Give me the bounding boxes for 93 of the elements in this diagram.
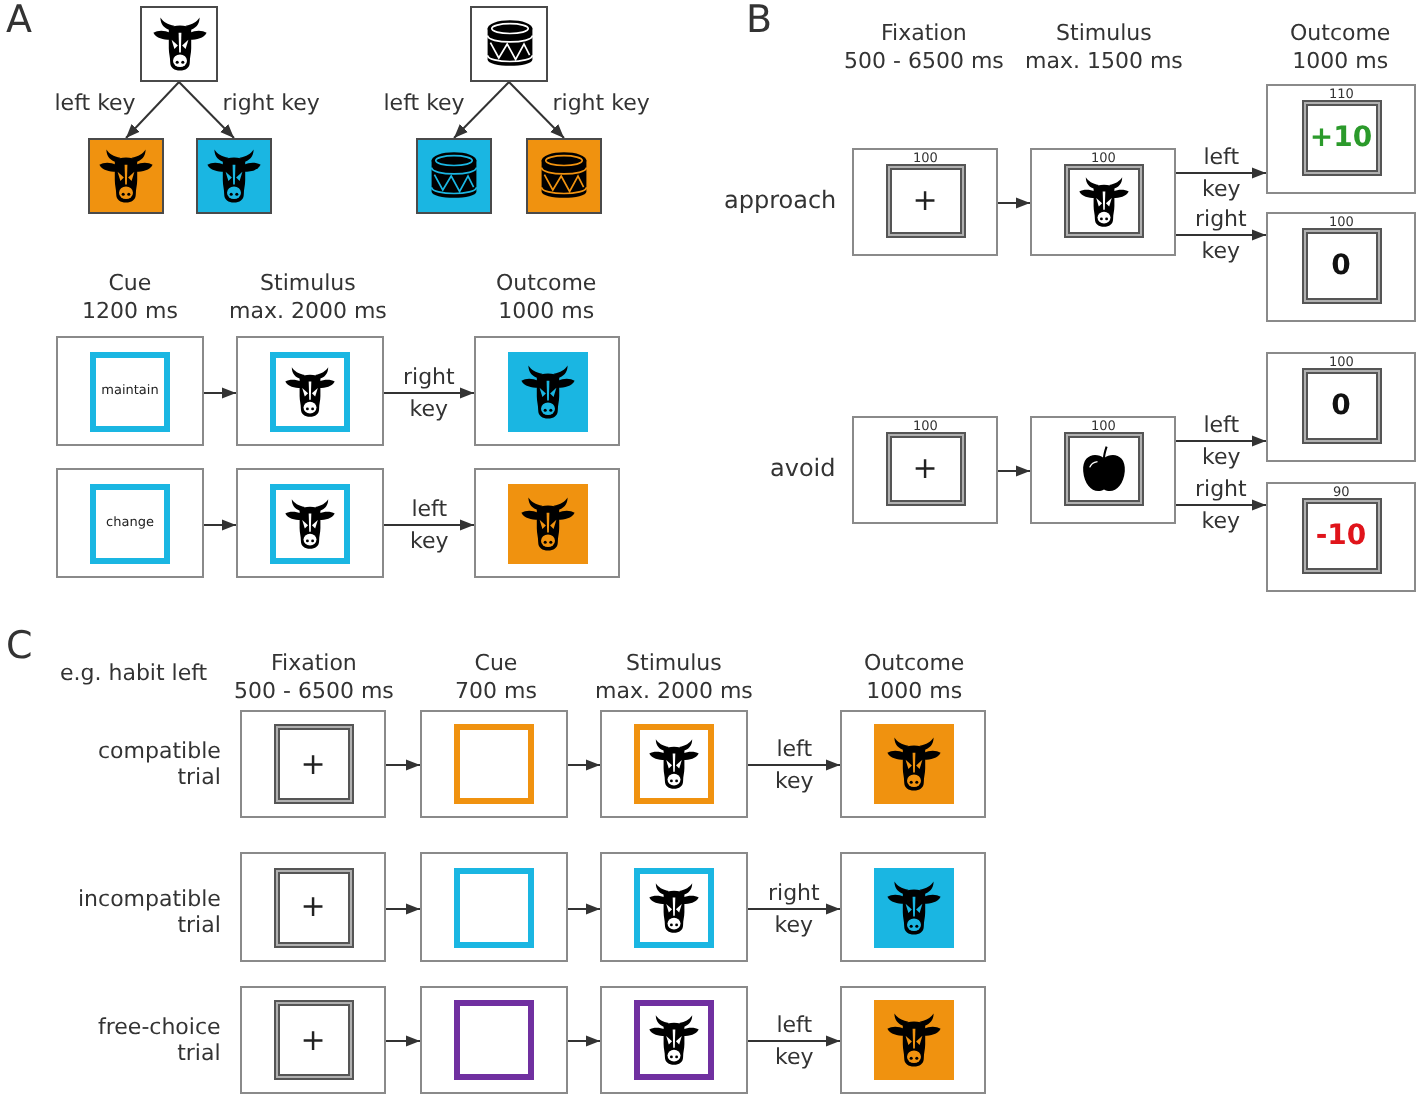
arrow xyxy=(997,197,1031,209)
panel-letter: B xyxy=(746,8,773,35)
column-header: Cue 700 ms xyxy=(455,650,537,704)
screen-box xyxy=(840,986,986,1094)
column-header: Fixation 500 - 6500 ms xyxy=(844,20,1004,74)
arrow xyxy=(385,1035,421,1047)
row-label: incompatible trial xyxy=(78,885,221,939)
column-header: Stimulus max. 2000 ms xyxy=(229,270,387,324)
edge-label: left key xyxy=(410,493,449,557)
points-value: -10 xyxy=(1315,520,1367,552)
panel-note: e.g. habit left xyxy=(60,660,208,687)
arrow xyxy=(385,759,421,771)
fixation-cross: + xyxy=(912,184,938,218)
edge-label: right key xyxy=(403,361,455,425)
screen-box xyxy=(236,336,384,446)
panel-letter: A xyxy=(6,8,32,35)
screen-box xyxy=(1266,212,1416,322)
screen-box xyxy=(852,416,998,524)
edge-label: right key xyxy=(1195,203,1247,267)
arrow xyxy=(383,519,475,531)
row-label: compatible trial xyxy=(98,737,221,791)
stimulus-tile xyxy=(88,138,164,214)
screen-box xyxy=(474,468,620,578)
column-header: Cue 1200 ms xyxy=(82,270,178,324)
stimulus-tile xyxy=(526,138,602,214)
edge-label: right key xyxy=(768,877,820,941)
arrow xyxy=(203,387,237,399)
screen-box xyxy=(1266,84,1416,194)
points-value: 0 xyxy=(1331,250,1351,282)
arrow xyxy=(747,1035,841,1047)
row-label: avoid xyxy=(770,456,836,483)
column-header: Stimulus max. 1500 ms xyxy=(1025,20,1183,74)
fixation-cross: + xyxy=(300,1023,326,1057)
arrow xyxy=(383,387,475,399)
arrow xyxy=(178,81,235,139)
screen-box xyxy=(1266,352,1416,462)
edge-label: right key xyxy=(1195,473,1247,537)
screen-box xyxy=(840,852,986,962)
edge-label: left key xyxy=(383,90,465,117)
arrow xyxy=(567,759,601,771)
arrow xyxy=(747,759,841,771)
screen-box xyxy=(474,336,620,446)
screen-box xyxy=(420,986,568,1094)
arrow xyxy=(453,81,510,139)
screen-box xyxy=(240,852,386,962)
edge-label: right key xyxy=(552,90,650,117)
arrow xyxy=(508,81,565,139)
column-header: Fixation 500 - 6500 ms xyxy=(234,650,394,704)
fixation-cross: + xyxy=(300,890,326,924)
stimulus-tile xyxy=(196,138,272,214)
edge-label: right key xyxy=(222,90,320,117)
arrow xyxy=(1175,499,1267,511)
edge-label: left key xyxy=(54,90,136,117)
panel-letter: C xyxy=(6,634,33,661)
row-label: free-choice trial xyxy=(98,1013,221,1067)
arrow xyxy=(1175,435,1267,447)
arrow xyxy=(1175,167,1267,179)
arrow xyxy=(747,903,841,915)
screen-box xyxy=(56,468,204,578)
arrow xyxy=(125,81,180,139)
points-value: +10 xyxy=(1309,122,1373,154)
edge-label: left key xyxy=(775,1009,814,1073)
arrow xyxy=(1175,229,1267,241)
screen-box xyxy=(420,710,568,818)
column-header: Stimulus max. 2000 ms xyxy=(595,650,753,704)
screen-box xyxy=(600,852,748,962)
points-value: 0 xyxy=(1331,390,1351,422)
screen-box xyxy=(1030,148,1176,256)
column-header: Outcome 1000 ms xyxy=(864,650,965,704)
arrow xyxy=(385,903,421,915)
screen-box xyxy=(852,148,998,256)
edge-label: left key xyxy=(775,733,814,797)
screen-box xyxy=(240,710,386,818)
screen-box xyxy=(56,336,204,446)
fixation-cross: + xyxy=(912,452,938,486)
arrow xyxy=(203,519,237,531)
screen-box xyxy=(840,710,986,818)
screen-box xyxy=(600,986,748,1094)
column-header: Outcome 1000 ms xyxy=(1290,20,1391,74)
stimulus-tile xyxy=(416,138,492,214)
fixation-cross: + xyxy=(300,747,326,781)
stimulus-tile xyxy=(140,6,218,82)
screen-box xyxy=(240,986,386,1094)
column-header: Outcome 1000 ms xyxy=(496,270,597,324)
screen-box xyxy=(1030,416,1176,524)
stimulus-tile xyxy=(470,6,548,82)
screen-box xyxy=(236,468,384,578)
arrow xyxy=(567,903,601,915)
arrow xyxy=(567,1035,601,1047)
arrow xyxy=(997,465,1031,477)
screen-box xyxy=(1266,482,1416,592)
screen-box xyxy=(420,852,568,962)
screen-box xyxy=(600,710,748,818)
